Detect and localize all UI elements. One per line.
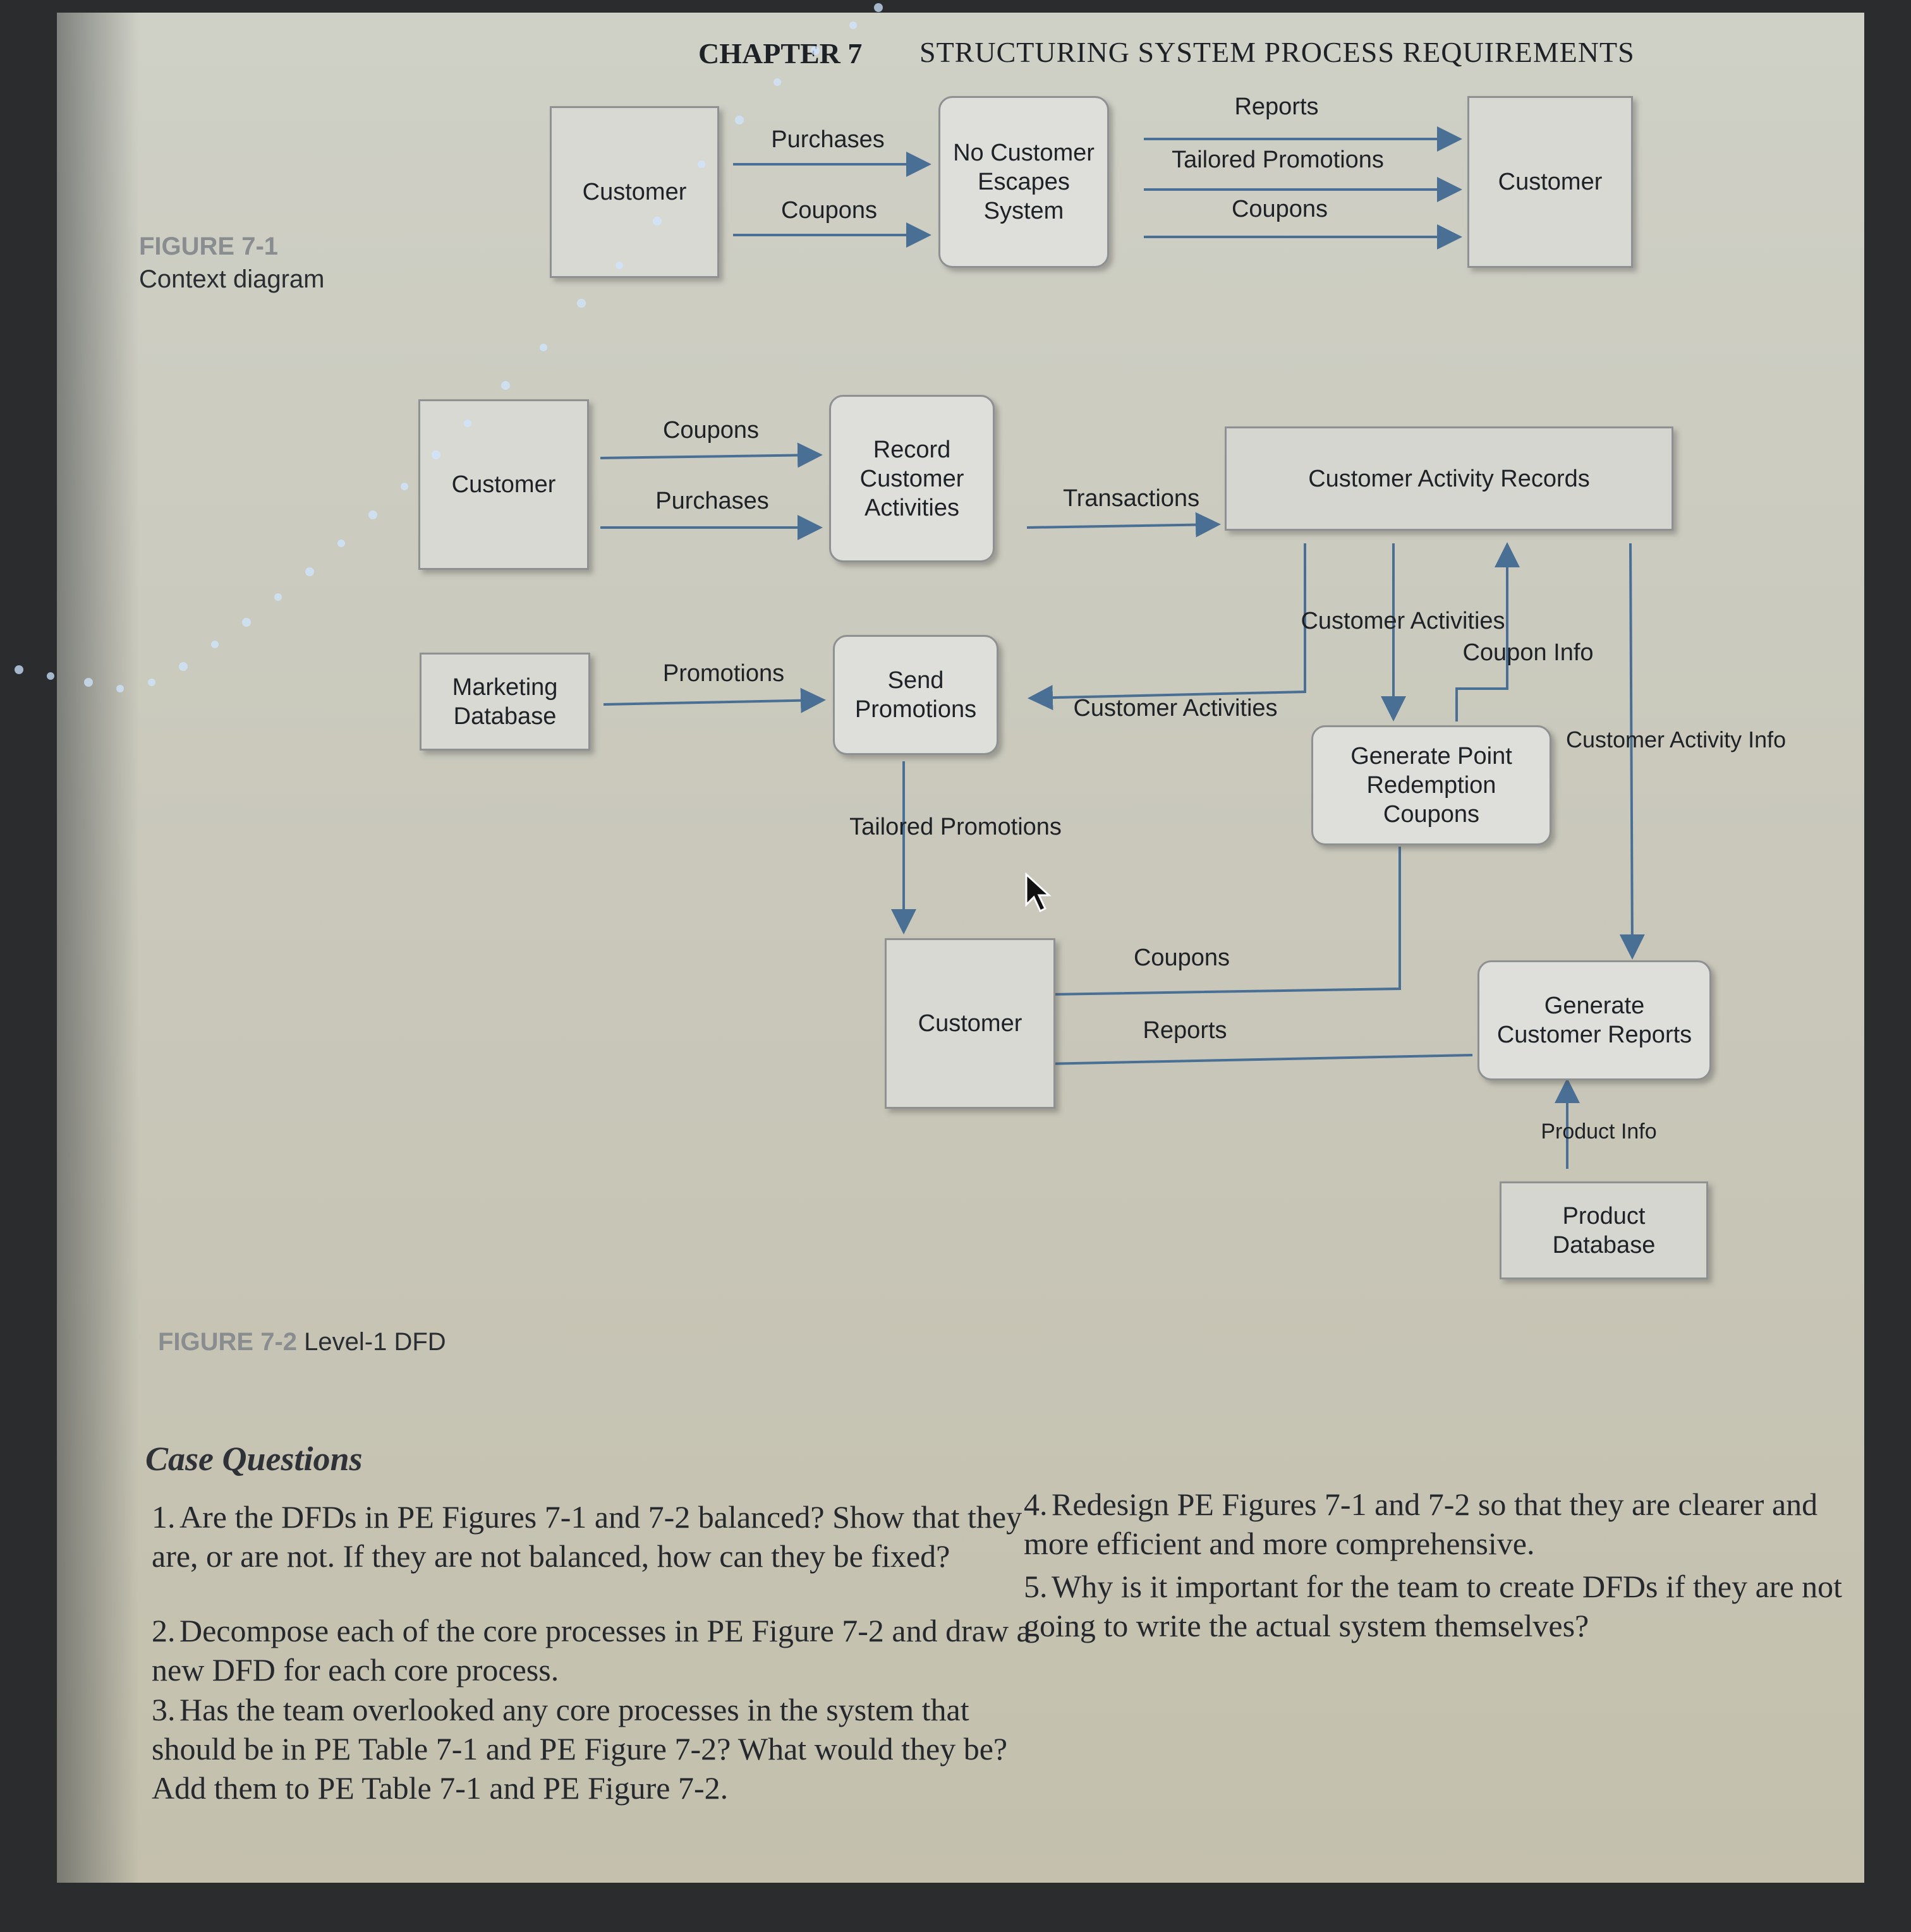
case-question-5: 5.Why is it important for the team to cr… [1024, 1569, 1843, 1643]
case-questions-heading: Case Questions [145, 1440, 363, 1478]
arrow-transactions [1026, 512, 1221, 538]
label-coupons-in-ctx: Coupons [780, 197, 878, 224]
dfd-send-promotions: Send Promotions [833, 635, 998, 755]
textbook-page: CHAPTER 7 STRUCTURING SYSTEM PROCESS REQ… [57, 13, 1864, 1883]
label-reports-l1: Reports [1143, 1017, 1227, 1044]
label-product-info: Product Info [1541, 1120, 1657, 1144]
label-coupon-info: Coupon Info [1462, 639, 1594, 666]
label-promotions: Promotions [662, 660, 785, 687]
dfd-marketing-database: Marketing Database [420, 653, 590, 751]
arrow-reports-l1 [1009, 1051, 1473, 1077]
context-customer-sink: Customer [1467, 96, 1633, 268]
arrow-promotions [603, 687, 826, 713]
context-process: No Customer Escapes System [938, 96, 1109, 268]
chapter-label: CHAPTER 7 [698, 37, 863, 69]
label-coupons-l1: Coupons [662, 417, 760, 444]
context-customer-source: Customer [550, 106, 719, 278]
label-customer-activity-info: Customer Activity Info [1566, 727, 1787, 752]
label-transactions: Transactions [1062, 485, 1200, 512]
arrow-coupon-info [1455, 542, 1520, 721]
dfd-generate-point-redemption-coupons: Generate Point Redemption Coupons [1311, 725, 1551, 845]
label-tailored-ctx: Tailored Promotions [1172, 147, 1384, 173]
dfd-customer-activity-records: Customer Activity Records [1225, 426, 1673, 531]
dfd-product-database: Product Database [1500, 1181, 1708, 1279]
label-coupons-out-ctx: Coupons [1231, 196, 1328, 222]
case-question-1: 1.Are the DFDs in PE Figures 7-1 and 7-2… [152, 1499, 1022, 1574]
arrow-coupons-l1 [600, 442, 823, 468]
figure-7-1-number: FIGURE 7-1 [139, 232, 279, 260]
figure-7-1-caption: Context diagram [139, 265, 325, 293]
arrow-customer-activity-info [1619, 543, 1645, 960]
page-shadow [57, 13, 139, 1883]
dfd-customer-sink: Customer [885, 938, 1055, 1109]
label-purchases-ctx: Purchases [771, 126, 885, 153]
dfd-record-customer-activities: Record Customer Activities [829, 395, 995, 562]
chapter-title: STRUCTURING SYSTEM PROCESS REQUIREMENTS [919, 36, 1635, 68]
label-tailored-promotions: Tailored Promotions [849, 814, 1062, 840]
dfd-customer-source: Customer [418, 399, 589, 570]
label-reports-ctx: Reports [1234, 94, 1319, 120]
flow-arrows [600, 126, 1645, 1169]
arrow-coupons-l2 [1009, 847, 1401, 1008]
label-coupons-l2: Coupons [1133, 945, 1230, 971]
case-question-4: 4.Redesign PE Figures 7-1 and 7-2 so tha… [1024, 1487, 1818, 1561]
label-purchases-l1: Purchases [655, 488, 769, 514]
label-customer-activities-a: Customer Activities [1073, 695, 1278, 721]
case-question-3: 3.Has the team overlooked any core proce… [152, 1692, 1008, 1806]
figure-7-2-caption: FIGURE 7-2 Level-1 DFD [158, 1328, 446, 1356]
arrow-customer-activities-a [1028, 543, 1306, 711]
mouse-pointer-icon [1025, 872, 1052, 913]
dfd-generate-customer-reports: Generate Customer Reports [1477, 960, 1711, 1080]
label-customer-activities-b: Customer Activities [1301, 608, 1505, 634]
case-question-2: 2.Decompose each of the core processes i… [152, 1613, 1031, 1687]
